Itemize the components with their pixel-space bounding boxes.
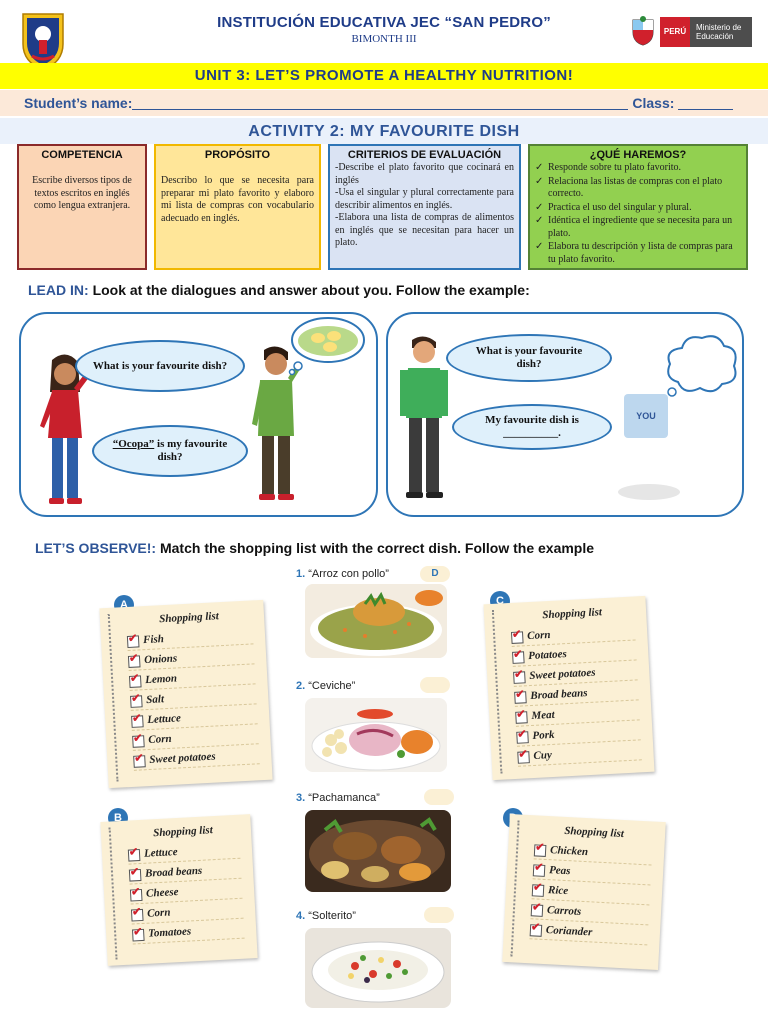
ministry-label: Ministerio de Educación [696, 23, 742, 41]
ceviche-image [305, 698, 447, 772]
que-haremos-title: ¿QUÉ HAREMOS? [589, 149, 687, 161]
dish-label: 2. “Ceviche” [296, 680, 356, 692]
que-haremos-item: Practica el uso del singular y plural. [535, 202, 741, 215]
unit-title: UNIT 3: LET’S PROMOTE A HEALTHY NUTRITIO… [0, 63, 768, 89]
girl-illustration [34, 352, 98, 508]
you-placeholder: YOU [624, 394, 668, 438]
speech-bubble-question-you: What is your favourite dish? [446, 334, 612, 382]
pachamanca-image [305, 810, 451, 892]
empty-thought-bubble[interactable] [662, 330, 742, 402]
dish-label: 4. “Solterito” [296, 910, 356, 922]
ministry-logo: Ministerio de Educación [690, 17, 752, 47]
student-name-field[interactable] [132, 95, 629, 110]
note-binding [107, 613, 123, 782]
shopping-list-b: Shopping list Lettuce Broad beans Cheese… [100, 814, 258, 966]
class-label: Class: [632, 95, 675, 111]
shopping-list-title: Shopping list [542, 606, 603, 622]
criterios-item: -Elabora una lista de compras de aliment… [335, 212, 514, 248]
school-name: INSTITUCIÓN EDUCATIVA JEC “SAN PEDRO” [217, 14, 551, 31]
que-haremos-box: ¿QUÉ HAREMOS? Responde sobre tu plato fa… [528, 144, 748, 270]
shopping-list-title: Shopping list [152, 824, 214, 840]
competencia-text: Escribe diversos tipos de textos escrito… [32, 175, 132, 211]
proposito-title: PROPÓSITO [204, 149, 271, 161]
ocopa-dish-name: “Ocopa” [112, 438, 155, 450]
observe-label: LET’S OBSERVE!: [35, 540, 157, 556]
criterios-item: -Usa el singular y plural correctamente … [335, 187, 514, 211]
class-field[interactable] [678, 95, 734, 110]
observe-text: Match the shopping list with the correct… [159, 540, 595, 556]
dish-label: 1. “Arroz con pollo” [296, 568, 389, 580]
speech-bubble-question-example: What is your favourite dish? [75, 340, 245, 392]
shopping-list-title: Shopping list [158, 610, 220, 626]
dish-answer-box[interactable] [420, 677, 450, 693]
lead-in-instruction: LEAD IN: Look at the dialogues and answe… [28, 282, 530, 298]
lead-in-text: Look at the dialogues and answer about y… [92, 282, 530, 298]
peru-logo: PERÚ [660, 17, 690, 47]
peru-coat-of-arms-icon [630, 16, 656, 46]
activity-title: ACTIVITY 2: MY FAVOURITE DISH [0, 118, 768, 144]
criterios-title: CRITERIOS DE EVALUACIÓN [347, 149, 502, 161]
you-shadow [618, 484, 680, 500]
proposito-text: Describo lo que se necesita para prepara… [161, 175, 314, 224]
dish-answer-box[interactable]: D [420, 566, 450, 582]
shopping-list-d: Shopping list Chicken Peas Rice Carrots … [502, 814, 666, 970]
shopping-list-a: Shopping list Fish Onions Lemon Salt Let… [99, 599, 273, 789]
observe-instruction: LET’S OBSERVE!: Match the shopping list … [35, 540, 594, 556]
que-haremos-item: Relaciona las listas de compras con el p… [535, 176, 741, 201]
lead-in-label: LEAD IN: [28, 282, 89, 298]
student-name-row: Student’s name: Class: [0, 90, 768, 116]
note-binding [108, 827, 122, 960]
criterios-box: CRITERIOS DE EVALUACIÓN -Describe el pla… [328, 144, 521, 270]
shopping-list-title: Shopping list [564, 824, 625, 840]
arroz-con-pollo-image [305, 584, 447, 658]
shopping-list-c: Shopping list Corn Potatoes Sweet potato… [483, 595, 655, 781]
note-binding [510, 820, 524, 957]
ocopa-thought-bubble [286, 314, 366, 376]
competencia-title: COMPETENCIA [41, 149, 123, 161]
dish-answer-box[interactable] [424, 907, 454, 923]
que-haremos-item: Responde sobre tu plato favorito. [535, 162, 741, 175]
note-binding [491, 609, 507, 774]
speech-bubble-answer-example: “Ocopa” is my favourite dish? [92, 425, 248, 477]
student-name-label: Student’s name: [24, 95, 133, 111]
school-logo [20, 10, 66, 72]
criterios-item: -Describe el plato favorito que cocinará… [335, 162, 514, 186]
speech-bubble-answer-you[interactable]: My favourite dish is __________. [452, 404, 612, 450]
competencia-box: COMPETENCIA Escribe diversos tipos de te… [17, 144, 147, 270]
peru-label: PERÚ [663, 27, 687, 36]
boy-illustration-right [396, 334, 452, 502]
dish-label: 3. “Pachamanca” [296, 792, 380, 804]
que-haremos-item: Idéntica el ingrediente que se necesita … [535, 215, 741, 240]
que-haremos-item: Elabora tu descripción y lista de compra… [535, 241, 741, 266]
bimonth-label: BIMONTH III [351, 33, 417, 45]
dish-answer-box[interactable] [424, 789, 454, 805]
solterito-image [305, 928, 451, 1008]
proposito-box: PROPÓSITO Describo lo que se necesita pa… [154, 144, 321, 270]
